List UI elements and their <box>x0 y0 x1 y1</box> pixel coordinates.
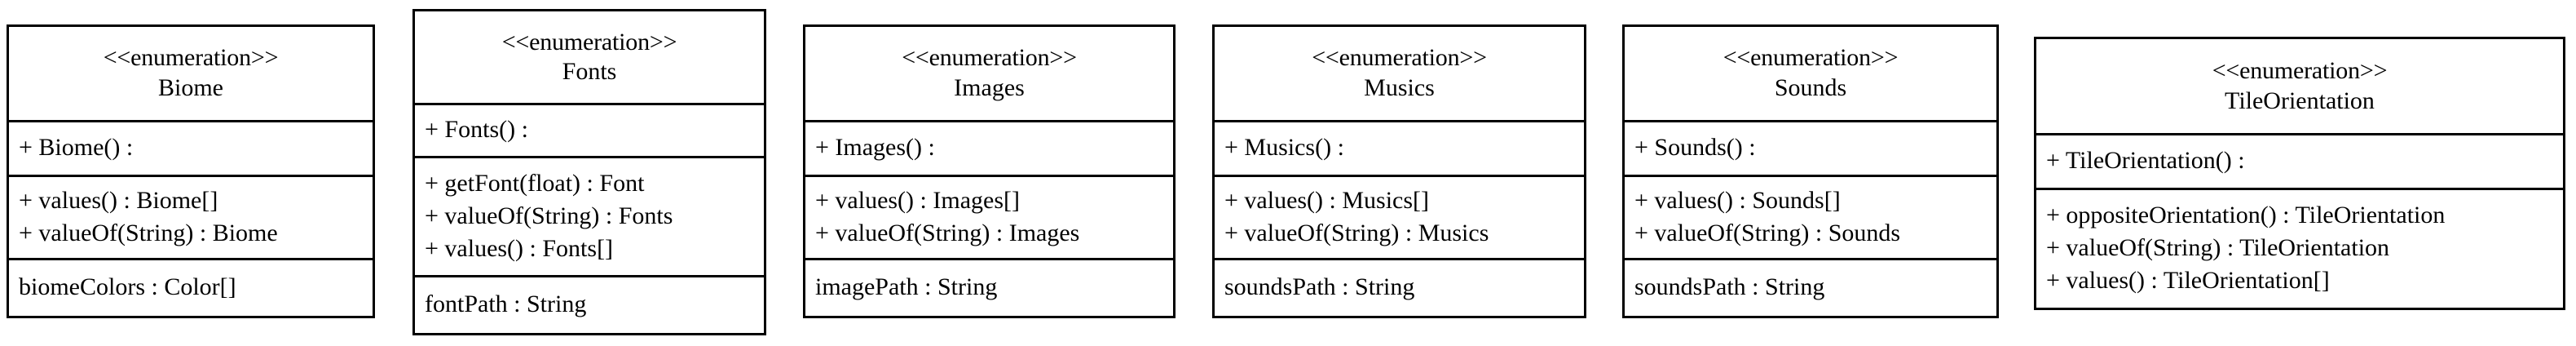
method-item: + getFont(float) : Font <box>425 169 645 197</box>
field-compartment: fontPath : String <box>415 274 764 333</box>
class-header: <<enumeration>> Fonts <box>415 11 764 103</box>
method-compartment: + values() : Images[] + valueOf(String) … <box>805 174 1173 258</box>
constructor-compartment: + Musics() : <box>1215 120 1584 175</box>
field-item: fontPath : String <box>425 291 587 318</box>
field-compartment: imagePath : String <box>805 258 1173 316</box>
class-header: <<enumeration>> Musics <box>1215 27 1584 120</box>
uml-class-biome[interactable]: <<enumeration>> Biome + Biome() : + valu… <box>7 24 375 318</box>
class-name: Images <box>954 74 1025 102</box>
class-name: Sounds <box>1774 74 1847 102</box>
class-name: TileOrientation <box>2225 86 2375 114</box>
constructor-compartment: + Fonts() : <box>415 103 764 156</box>
method-item: + values() : TileOrientation[] <box>2046 267 2330 295</box>
stereotype-label: <<enumeration>> <box>1722 44 1899 72</box>
constructor-compartment: + Biome() : <box>9 120 373 175</box>
method-item: + oppositeOrientation() : TileOrientatio… <box>2046 202 2446 229</box>
uml-class-images[interactable]: <<enumeration>> Images + Images() : + va… <box>803 24 1176 318</box>
constructor-item: + Fonts() : <box>425 116 528 144</box>
method-item: + valueOf(String) : TileOrientation <box>2046 234 2390 262</box>
uml-class-sounds[interactable]: <<enumeration>> Sounds + Sounds() : + va… <box>1622 24 1999 318</box>
method-item: + values() : Biome[] <box>19 186 218 214</box>
method-item: + values() : Musics[] <box>1224 186 1430 214</box>
field-compartment: biomeColors : Color[] <box>9 258 373 316</box>
class-header: <<enumeration>> TileOrientation <box>2036 39 2563 133</box>
uml-class-musics[interactable]: <<enumeration>> Musics + Musics() : + va… <box>1212 24 1586 318</box>
method-item: + values() : Fonts[] <box>425 234 614 262</box>
class-name: Musics <box>1364 74 1435 102</box>
constructor-compartment: + TileOrientation() : <box>2036 133 2563 188</box>
method-compartment: + values() : Biome[] + valueOf(String) :… <box>9 174 373 258</box>
constructor-item: + Images() : <box>815 134 935 162</box>
stereotype-label: <<enumeration>> <box>2212 56 2388 84</box>
stereotype-label: <<enumeration>> <box>501 28 677 55</box>
constructor-item: + TileOrientation() : <box>2046 147 2245 175</box>
stereotype-label: <<enumeration>> <box>1312 44 1487 72</box>
class-header: <<enumeration>> Sounds <box>1625 27 1996 120</box>
method-compartment: + values() : Sounds[] + valueOf(String) … <box>1625 174 1996 258</box>
method-item: + valueOf(String) : Images <box>815 219 1080 246</box>
class-header: <<enumeration>> Biome <box>9 27 373 120</box>
field-item: biomeColors : Color[] <box>19 273 236 301</box>
constructor-item: + Sounds() : <box>1634 134 1756 162</box>
method-item: + values() : Images[] <box>815 186 1020 214</box>
method-item: + valueOf(String) : Sounds <box>1634 219 1901 246</box>
method-compartment: + values() : Musics[] + valueOf(String) … <box>1215 174 1584 258</box>
class-name: Biome <box>158 74 223 102</box>
field-item: soundsPath : String <box>1634 273 1825 301</box>
method-compartment: + getFont(float) : Font + valueOf(String… <box>415 156 764 275</box>
class-header: <<enumeration>> Images <box>805 27 1173 120</box>
constructor-item: + Musics() : <box>1224 134 1344 162</box>
constructor-item: + Biome() : <box>19 134 134 162</box>
field-compartment: soundsPath : String <box>1625 258 1996 316</box>
stereotype-label: <<enumeration>> <box>902 44 1077 72</box>
uml-class-tileorientation[interactable]: <<enumeration>> TileOrientation + TileOr… <box>2034 37 2565 310</box>
class-name: Fonts <box>562 58 617 86</box>
method-item: + valueOf(String) : Fonts <box>425 202 673 229</box>
stereotype-label: <<enumeration>> <box>103 44 279 72</box>
method-item: + valueOf(String) : Musics <box>1224 219 1489 246</box>
method-compartment: + oppositeOrientation() : TileOrientatio… <box>2036 188 2563 308</box>
field-item: soundsPath : String <box>1224 273 1415 301</box>
method-item: + valueOf(String) : Biome <box>19 219 278 246</box>
uml-class-fonts[interactable]: <<enumeration>> Fonts + Fonts() : + getF… <box>412 9 766 335</box>
constructor-compartment: + Sounds() : <box>1625 120 1996 175</box>
constructor-compartment: + Images() : <box>805 120 1173 175</box>
method-item: + values() : Sounds[] <box>1634 186 1841 214</box>
field-item: imagePath : String <box>815 273 998 301</box>
field-compartment: soundsPath : String <box>1215 258 1584 316</box>
